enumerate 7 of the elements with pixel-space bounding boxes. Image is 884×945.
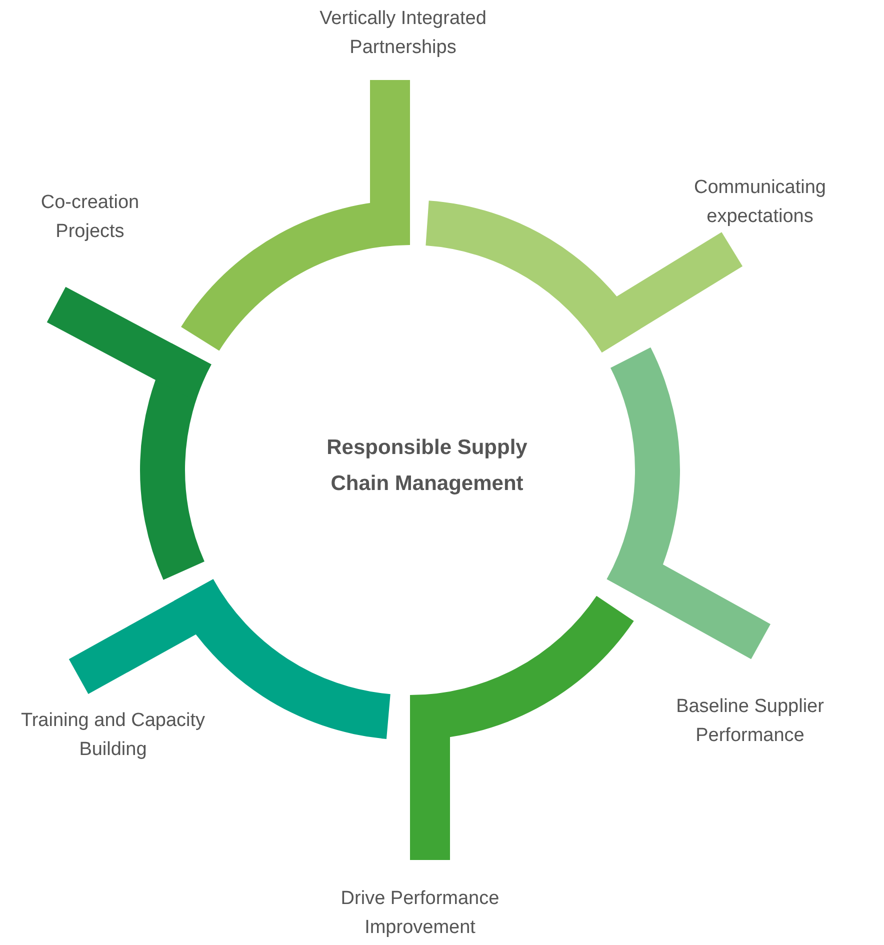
center-title: Responsible Supply Chain Management	[326, 435, 528, 497]
segment-label: Drive Performance Improvement	[340, 887, 500, 940]
segment-label: Training and Capacity Building	[20, 709, 206, 762]
segment-label: Vertically Integrated Partnerships	[318, 7, 488, 60]
segment-label: Baseline Supplier Performance	[675, 695, 825, 748]
segment-label: Communicating expectations	[693, 176, 827, 229]
segment-label: Co-creation Projects	[40, 191, 140, 244]
